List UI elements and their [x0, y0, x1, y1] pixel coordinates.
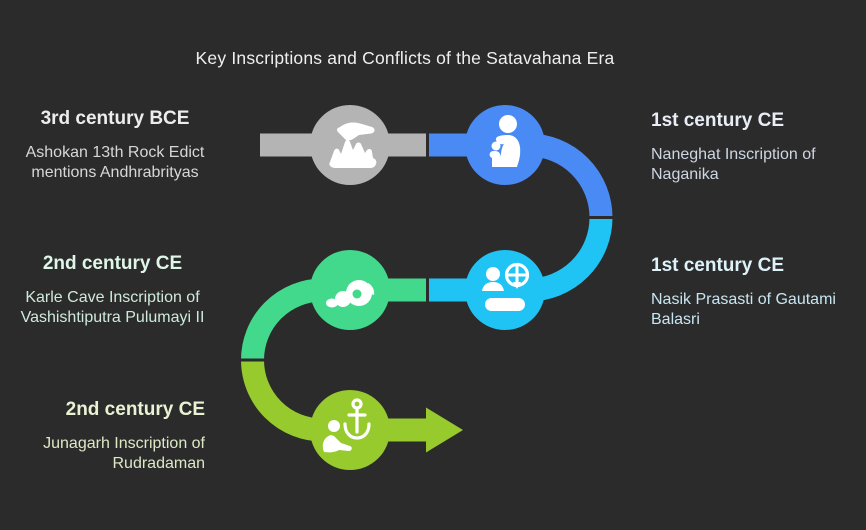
timeline-entry-3-period: 1st century CE [651, 255, 785, 276]
page-title: Key Inscriptions and Conflicts of the Sa… [195, 48, 615, 68]
timeline-entry-1-period: 3rd century BCE [40, 108, 190, 129]
timeline-entry-1: 3rd century BCE Ashokan 13th Rock Edict … [20, 107, 210, 182]
timeline-entry-3: 1st century CE Nasik Prasasti of Gautami… [651, 254, 863, 329]
timeline-entry-2-description: Naneghat Inscription of Naganika [651, 146, 816, 183]
seated-figure-anchor-icon [322, 398, 371, 453]
timeline-entry-3-description: Nasik Prasasti of Gautami Balasri [651, 291, 836, 328]
timeline-entry-2: 1st century CE Naneghat Inscription of N… [651, 109, 863, 184]
timeline-arrowhead [426, 407, 463, 453]
carved-swirl-icon [326, 280, 375, 308]
hand-carving-rock-icon [329, 122, 377, 168]
timeline-entry-5-period: 2nd century CE [65, 399, 205, 420]
timeline-entry-1-description: Ashokan 13th Rock Edict mentions Andhrab… [25, 144, 205, 181]
timeline-entry-5: 2nd century CE Junagarh Inscription of R… [20, 398, 205, 473]
connector-left-arc-green [241, 278, 323, 361]
node-circle-5 [310, 390, 390, 470]
orator-globe-plinth-icon [482, 262, 530, 311]
timeline-entry-5-description: Junagarh Inscription of Rudradaman [43, 435, 205, 472]
timeline-entry-4: 2nd century CE Karle Cave Inscription of… [15, 252, 210, 327]
node-circle-3 [465, 250, 545, 330]
timeline-entry-4-period: 2nd century CE [42, 253, 183, 274]
timeline-entry-4-description: Karle Cave Inscription of Vashishtiputra… [20, 289, 205, 326]
kneeling-devotee-icon [489, 115, 521, 167]
connector-left-arc-lime [241, 359, 323, 442]
timeline-entry-2-period: 1st century CE [651, 110, 785, 131]
